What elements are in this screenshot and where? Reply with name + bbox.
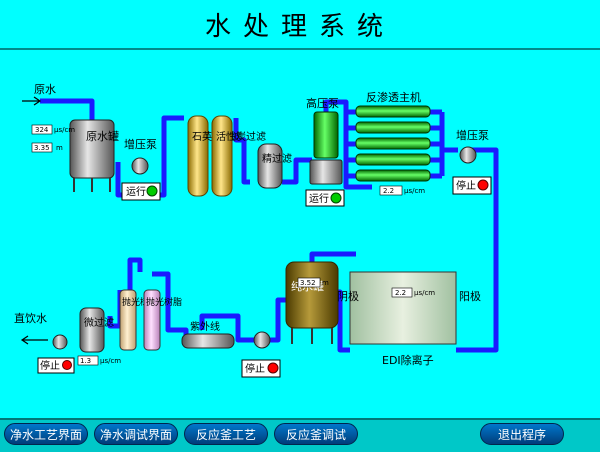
nav-reactor-process[interactable]: 反应釜工艺 [184,423,268,445]
fine-filter-label: 精过滤 [262,152,292,165]
booster-pump-1-label: 增压泵 [124,137,157,151]
inlet-arrow-icon [22,96,42,106]
booster-pump-2[interactable]: 增压泵 停止 [452,128,492,195]
uv-sterilizer: 紫外线 [181,320,235,349]
ro-cond-value: 2.2 [383,187,394,195]
high-pump-label: 高压泵 [306,96,339,110]
nav-purify-process[interactable]: 净水工艺界面 [4,423,88,445]
carbon-filter: 活性炭过滤 [211,115,266,197]
direct-water-outlet: 直饮水 [14,311,48,345]
edi-label: EDI除离子 [382,353,434,367]
micro-filter: 微过滤 [79,307,114,353]
run-indicator-icon [330,192,342,204]
uv-label: 紫外线 [190,320,220,333]
edi-cond-unit: μs/cm [414,289,435,297]
uv-pump-status-text: 停止 [245,362,265,375]
edi-unit: 阴极 阳极 EDI除离子 2.2 μs/cm [337,271,481,367]
nav-reactor-debug[interactable]: 反应釜调试 [274,423,358,445]
raw-level-unit: m [56,144,63,152]
raw-water-label: 原水 [34,83,56,96]
ro-main-label: 反渗透主机 [366,90,421,104]
edi-cond-value: 2.2 [395,289,406,297]
anode-label: 阳极 [459,289,481,303]
high-pump-status-text: 运行 [309,192,329,205]
out-cond-unit: μs/cm [100,357,121,365]
ro-cond-unit: μs/cm [404,187,425,195]
booster-pump-2-label: 增压泵 [456,128,489,142]
raw-flow-value: 324 [35,126,49,134]
high-pressure-pump[interactable]: 高压泵 运行 [305,96,345,207]
raw-readings: 324 μs/cm 3.35 m [31,124,75,153]
booster2-status-text: 停止 [456,179,476,192]
uv-pump[interactable]: 停止 [241,331,281,378]
direct-water-label: 直饮水 [14,311,47,325]
exit-button[interactable]: 退出程序 [480,423,564,445]
cathode-label: 阴极 [337,289,359,303]
pure-level-value: 3.52 [300,279,316,287]
stop-indicator-icon [477,179,489,191]
booster1-status-text: 运行 [126,185,146,198]
outlet-status-text: 停止 [40,359,60,372]
booster-pump-1[interactable]: 增压泵 运行 [121,137,161,201]
outlet-pump[interactable]: 停止 1.3 μs/cm [37,334,121,374]
out-cond-value: 1.3 [80,357,91,365]
stop-indicator-icon [267,362,279,374]
micro-filter-label: 微过滤 [84,316,114,329]
stop-indicator-icon [62,360,72,370]
outlet-arrow-icon [20,335,48,345]
run-indicator-icon [146,185,158,197]
polish-2-label: 抛光树脂 [146,296,182,308]
raw-flow-unit: μs/cm [54,126,75,134]
title-bar: 水处理系统 [0,0,600,50]
raw-water-inlet: 原水 [22,83,56,106]
polish-resin-2: 抛光树脂 [143,289,182,351]
raw-water-tank: 原水罐 [69,119,119,192]
fine-filter: 精过滤 [257,143,292,189]
page-title: 水处理系统 [204,12,395,42]
raw-level-value: 3.35 [34,144,50,152]
pure-level-unit: m [322,279,329,287]
raw-tank-label: 原水罐 [86,130,119,143]
nav-purify-debug[interactable]: 净水调试界面 [94,423,178,445]
pure-water-tank: 纯水罐 3.52 m [285,261,339,344]
carbon-filter-label: 活性炭过滤 [216,130,266,143]
ro-main-unit: 反渗透主机 2.2 μs/cm [355,90,431,196]
